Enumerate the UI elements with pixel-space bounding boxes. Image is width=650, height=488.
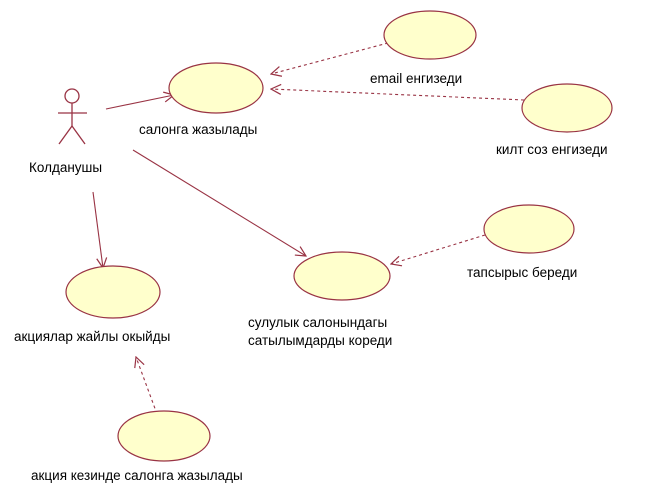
actor-head	[64, 88, 80, 104]
association-register	[105, 95, 174, 110]
actor-left-leg	[58, 125, 73, 145]
dependency-email	[271, 42, 389, 74]
association-view-sales	[132, 149, 306, 256]
use-case-password[interactable]	[521, 83, 613, 133]
dependency-password	[271, 89, 525, 101]
use-case-promo-read[interactable]	[65, 265, 161, 319]
actor-right-leg	[71, 125, 86, 145]
association-promo-read	[92, 191, 103, 268]
actor-figure[interactable]	[58, 88, 87, 145]
use-case-email-label: email енгизеди	[370, 71, 462, 86]
use-case-promo-register[interactable]	[117, 410, 211, 462]
use-case-view-sales-label-line1: сулулык салонындагы	[248, 315, 387, 330]
use-case-order-label: тапсырыс береди	[467, 265, 577, 280]
use-case-view-sales[interactable]	[293, 251, 391, 301]
use-case-email[interactable]	[383, 10, 477, 60]
dependency-promo-register	[136, 357, 158, 415]
use-case-register-label: салонга жазылады	[139, 122, 257, 137]
use-case-view-sales-label-line2: сатылымдарды кореди	[248, 333, 392, 348]
use-case-register[interactable]	[168, 62, 264, 114]
use-case-password-label: килт соз енгизеди	[496, 142, 608, 157]
use-case-promo-read-label: акциялар жайлы окыйды	[14, 329, 170, 344]
use-case-promo-register-label: акция кезинде салонга жазылады	[31, 468, 243, 483]
use-case-order[interactable]	[483, 204, 575, 254]
dependency-order	[391, 234, 486, 264]
actor-label: Колданушы	[29, 160, 102, 175]
